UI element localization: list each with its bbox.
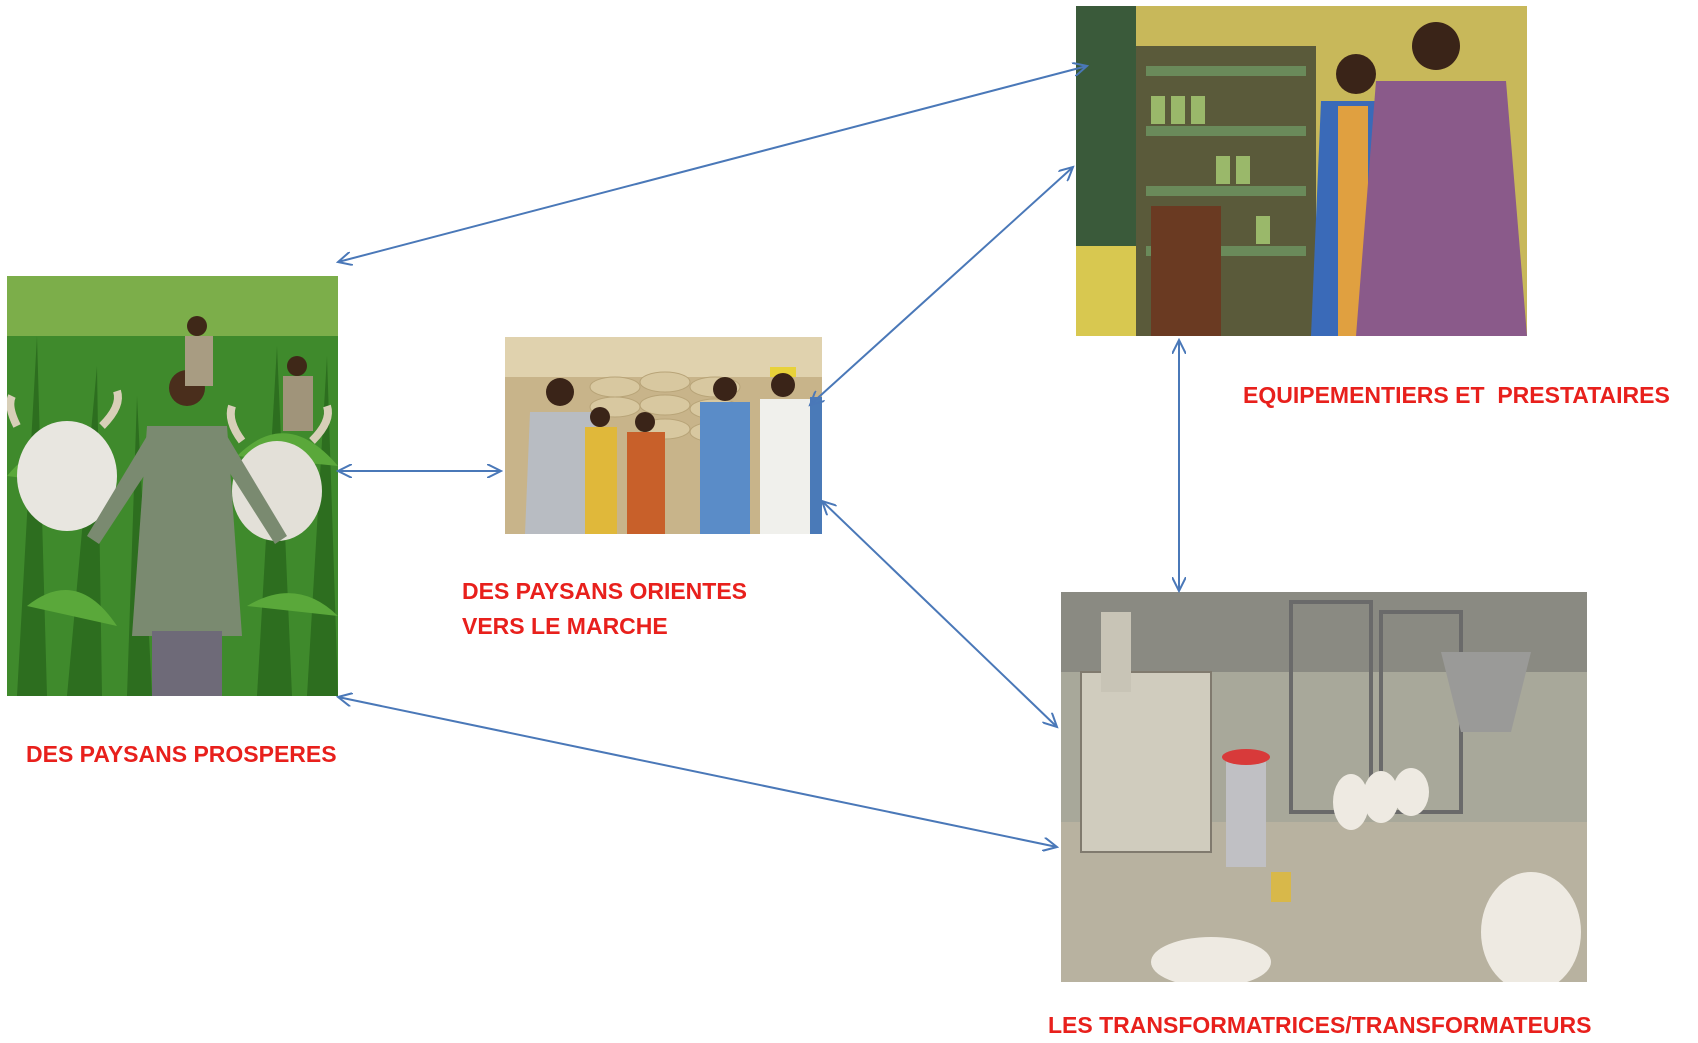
label-processors: LES TRANSFORMATRICES/TRANSFORMATEURS	[1048, 1012, 1592, 1038]
warehouse-meeting-photo	[505, 337, 822, 534]
processing-plant-photo	[1061, 592, 1587, 982]
farmers-field-photo	[7, 276, 338, 696]
supply-shop-photo	[1076, 6, 1527, 336]
arrow-market-suppliers	[810, 167, 1073, 405]
arrow-prosperous-suppliers	[338, 66, 1087, 262]
arrow-market-processors	[822, 501, 1057, 727]
label-market-line-1: DES PAYSANS ORIENTES	[462, 578, 748, 604]
arrow-prosperous-processors	[338, 697, 1057, 847]
label-prosperous-farmers: DES PAYSANS PROSPERES	[26, 741, 337, 767]
label-suppliers: EQUIPEMENTIERS ET PRESTATAIRES	[1243, 382, 1670, 408]
label-market-line-2: VERS LE MARCHE	[462, 613, 668, 639]
label-market-oriented-farmers: DES PAYSANS ORIENTES VERS LE MARCHE	[462, 574, 747, 644]
